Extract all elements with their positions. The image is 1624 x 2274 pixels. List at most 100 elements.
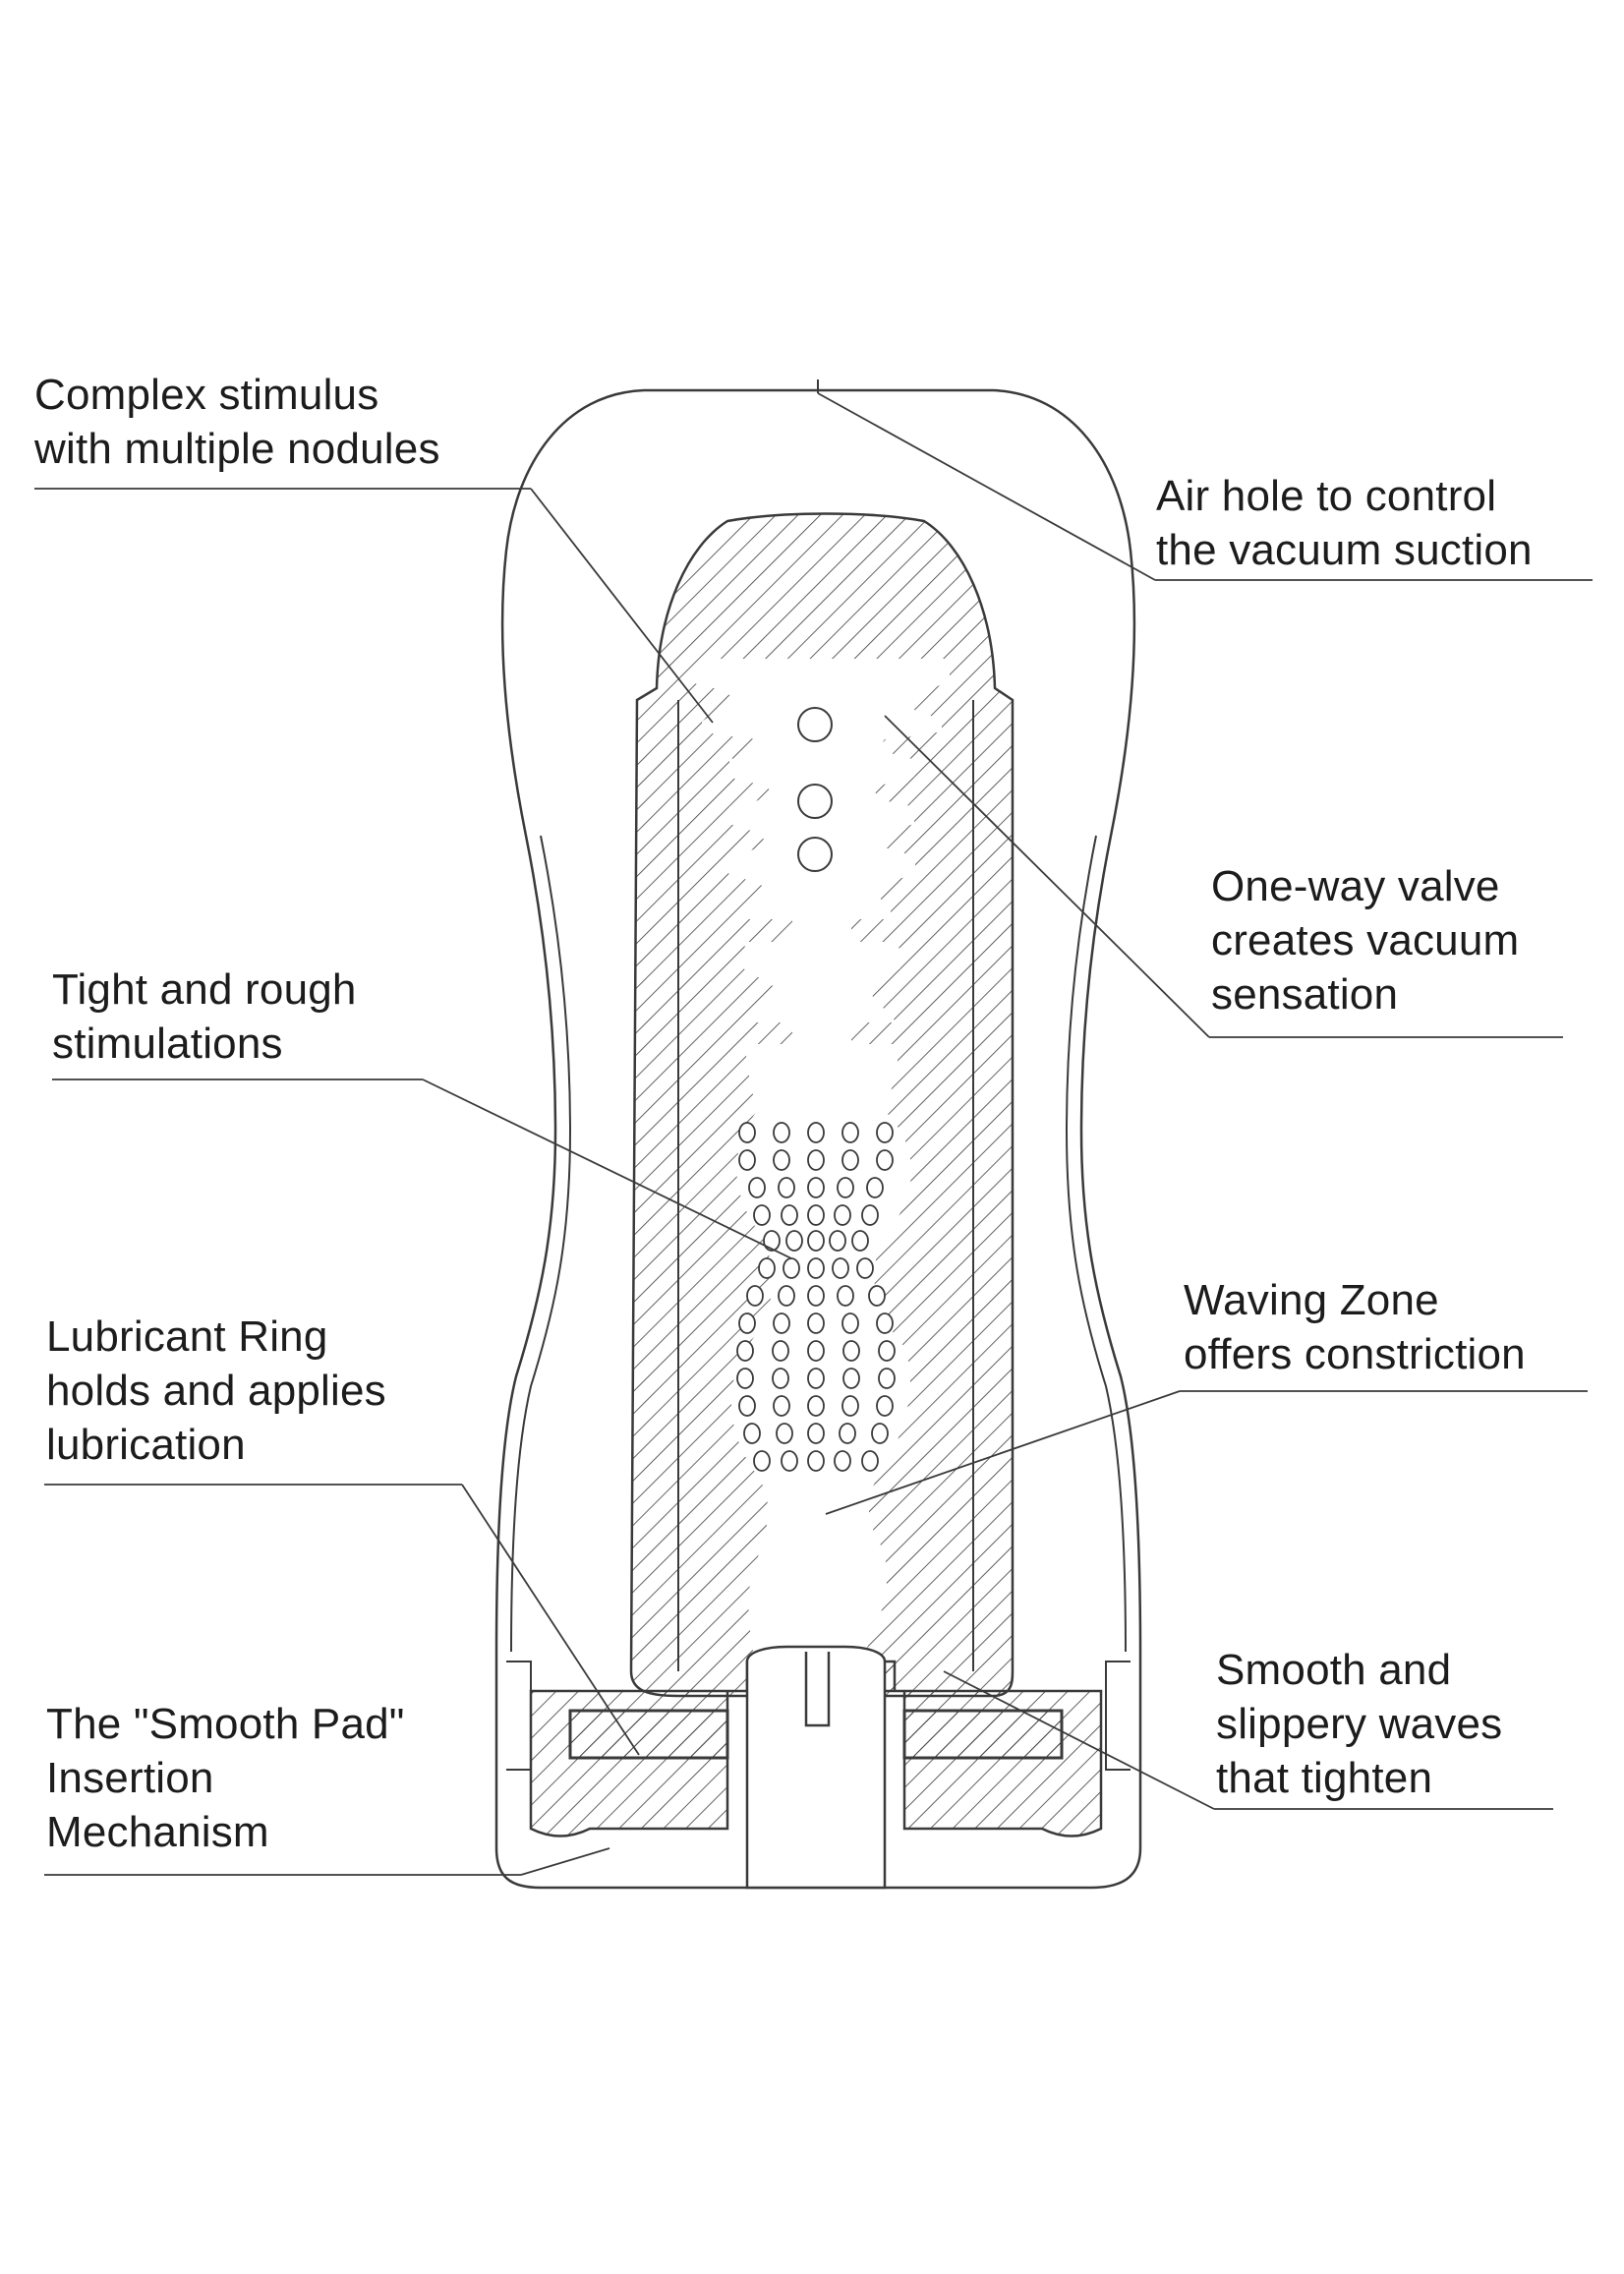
nodule	[841, 1122, 859, 1143]
nodule	[832, 1257, 849, 1279]
label-line: Smooth and	[1216, 1646, 1452, 1694]
label-line: Complex stimulus	[34, 371, 379, 419]
nodule	[876, 1312, 894, 1334]
nodule	[837, 1285, 854, 1307]
label-line: One-way valve	[1211, 862, 1500, 910]
label-line: holds and applies	[46, 1367, 386, 1415]
nodule	[871, 1423, 889, 1444]
nodule	[841, 1312, 859, 1334]
label-line: Insertion	[46, 1754, 214, 1802]
nodule	[778, 1177, 795, 1198]
nodule	[772, 1368, 789, 1389]
nodule	[785, 1230, 803, 1252]
nodule	[807, 1230, 825, 1252]
nodule	[738, 1122, 756, 1143]
nodule	[856, 1257, 874, 1279]
nodule	[773, 1395, 790, 1417]
nodule	[772, 1340, 789, 1362]
label-line: Mechanism	[46, 1808, 269, 1856]
label-line: Lubricant Ring	[46, 1312, 328, 1361]
nodule	[807, 1450, 825, 1472]
nodule	[776, 1423, 793, 1444]
nodule	[842, 1340, 860, 1362]
nodule	[807, 1368, 825, 1389]
label-air-hole: Air hole to control the vacuum suction	[1156, 469, 1533, 577]
label-line: slippery waves	[1216, 1700, 1503, 1748]
nodule	[738, 1395, 756, 1417]
nodule	[781, 1204, 798, 1226]
nodule	[807, 1395, 825, 1417]
nodule	[746, 1285, 764, 1307]
label-line: creates vacuum	[1211, 916, 1520, 964]
label-smooth-pad: The "Smooth Pad" Insertion Mechanism	[46, 1697, 405, 1859]
nodule	[878, 1340, 896, 1362]
nodule-grid	[736, 1122, 896, 1472]
nodule	[743, 1423, 761, 1444]
label-waving-zone: Waving Zone offers constriction	[1184, 1273, 1526, 1381]
nodule	[781, 1450, 798, 1472]
label-complex-stimulus: Complex stimulus with multiple nodules	[34, 368, 440, 476]
inner-sleeve	[629, 512, 1015, 1698]
label-tight-rough: Tight and rough stimulations	[52, 962, 357, 1071]
nodule	[807, 1257, 825, 1279]
nodule	[807, 1285, 825, 1307]
nodule	[876, 1149, 894, 1171]
nodule	[837, 1177, 854, 1198]
nodule	[842, 1368, 860, 1389]
nodule	[763, 1230, 781, 1252]
nodule	[748, 1177, 766, 1198]
lubricant-ring-right	[902, 1709, 1064, 1760]
nodule	[841, 1149, 859, 1171]
nodule	[736, 1340, 754, 1362]
outer-casing	[494, 388, 1142, 1890]
nodule	[861, 1204, 879, 1226]
nodule	[738, 1312, 756, 1334]
label-one-way-valve: One-way valve creates vacuum sensation	[1211, 859, 1519, 1021]
nodule	[851, 1230, 869, 1252]
nodule	[807, 1149, 825, 1171]
label-line: offers constriction	[1184, 1330, 1526, 1378]
label-line: stimulations	[52, 1020, 283, 1068]
label-line: The "Smooth Pad"	[46, 1700, 405, 1748]
label-line: sensation	[1211, 970, 1399, 1019]
nodule	[778, 1285, 795, 1307]
nodule	[773, 1149, 790, 1171]
nodule	[783, 1257, 800, 1279]
nodule	[807, 1122, 825, 1143]
nodule	[841, 1395, 859, 1417]
lubricant-ring-left	[568, 1709, 729, 1760]
label-line: Tight and rough	[52, 965, 357, 1014]
nodule	[876, 1122, 894, 1143]
nodule	[876, 1395, 894, 1417]
nodule	[834, 1204, 851, 1226]
label-line: with multiple nodules	[34, 425, 440, 473]
nodule	[758, 1257, 776, 1279]
nodule	[807, 1204, 825, 1226]
nodule	[878, 1368, 896, 1389]
nodule	[861, 1450, 879, 1472]
nodule	[753, 1450, 771, 1472]
nodule	[807, 1340, 825, 1362]
nodule	[753, 1204, 771, 1226]
nodule	[736, 1368, 754, 1389]
nodule	[738, 1149, 756, 1171]
nodule	[773, 1122, 790, 1143]
label-lubricant-ring: Lubricant Ring holds and applies lubrica…	[46, 1310, 386, 1472]
nodule	[868, 1285, 886, 1307]
insertion-slot	[745, 1645, 887, 1890]
label-line: Air hole to control	[1156, 472, 1497, 520]
label-line: that tighten	[1216, 1754, 1433, 1802]
label-line: lubrication	[46, 1421, 246, 1469]
label-smooth-waves: Smooth and slippery waves that tighten	[1216, 1643, 1502, 1805]
nodule	[773, 1312, 790, 1334]
label-line: the vacuum suction	[1156, 526, 1533, 574]
nodule	[839, 1423, 856, 1444]
nodule	[807, 1312, 825, 1334]
nodule	[834, 1450, 851, 1472]
nodule	[807, 1177, 825, 1198]
nodule	[807, 1423, 825, 1444]
label-line: Waving Zone	[1184, 1276, 1439, 1324]
nodule	[829, 1230, 846, 1252]
nodule	[866, 1177, 884, 1198]
